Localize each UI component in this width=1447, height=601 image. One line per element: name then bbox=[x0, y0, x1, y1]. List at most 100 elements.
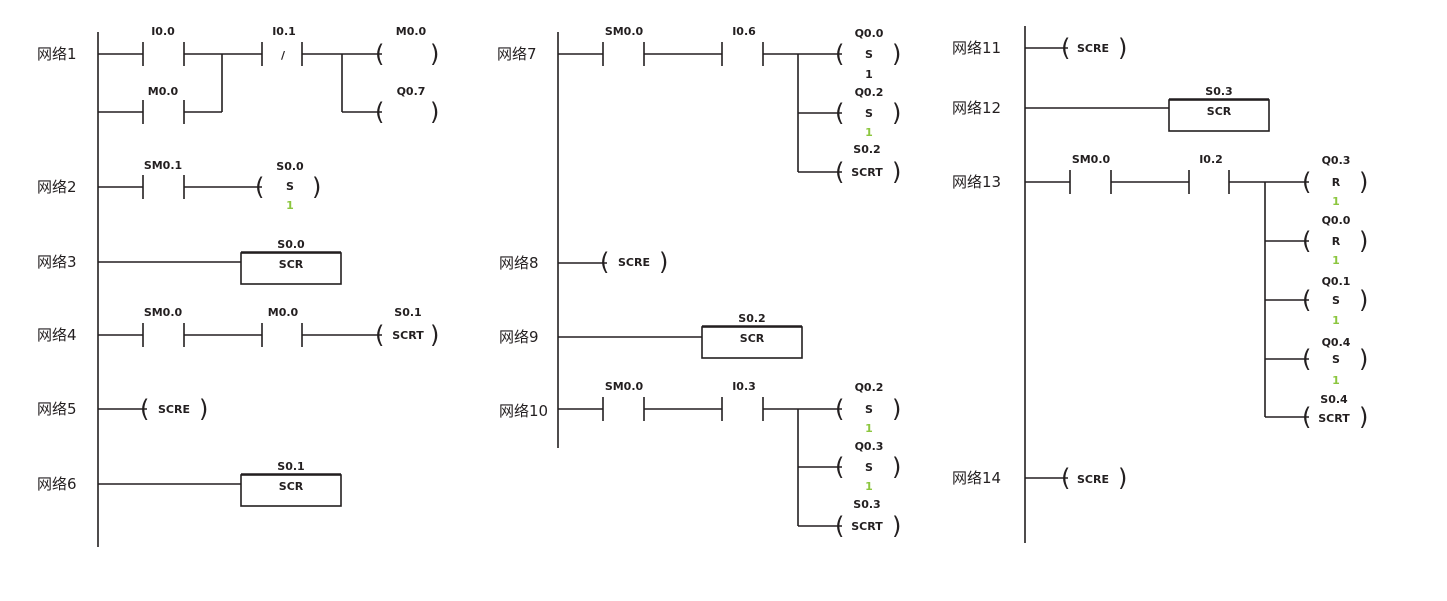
coil-s00-address: S0.0 bbox=[276, 160, 304, 173]
contact-sm00-address-n10: SM0.0 bbox=[605, 380, 644, 393]
scr-box-s03-address: S0.3 bbox=[1205, 85, 1232, 98]
network-label-4: 网络4 bbox=[37, 326, 77, 344]
coil-q00-right-n13: ) bbox=[1359, 227, 1368, 255]
coil-s04-op-n13: SCRT bbox=[1318, 412, 1350, 425]
network-8: 网络8 ( ) SCRE bbox=[499, 248, 668, 276]
network-12: 网络12 S0.3 SCR bbox=[952, 85, 1270, 132]
network-label-6: 网络6 bbox=[37, 475, 77, 493]
coil-q01-count-n13: 1 bbox=[1332, 314, 1340, 327]
network-label-9: 网络9 bbox=[499, 328, 539, 346]
coil-q03-address-n13: Q0.3 bbox=[1322, 154, 1351, 167]
coil-s04-left-n13: ( bbox=[1302, 403, 1311, 431]
coil-s01-left: ( bbox=[375, 321, 384, 349]
coil-scre-right-n5: ) bbox=[199, 395, 208, 423]
coil-scre-left-n5: ( bbox=[140, 395, 149, 423]
coil-q00-address-n13: Q0.0 bbox=[1322, 214, 1351, 227]
contact-sm00-address: SM0.0 bbox=[144, 306, 183, 319]
coil-q03-op-n10: S bbox=[865, 461, 873, 474]
network-label-14: 网络14 bbox=[952, 469, 1001, 487]
coil-q01-right-n13: ) bbox=[1359, 286, 1368, 314]
scr-box-s01 bbox=[240, 474, 342, 507]
coil-s04-address-n13: S0.4 bbox=[1320, 393, 1348, 406]
coil-m00-address: M0.0 bbox=[396, 25, 427, 38]
network-13: 网络13 SM0.0 I0.2 ( ) Q0.3 R 1 ( ) Q0.0 R … bbox=[952, 153, 1368, 431]
contact-i01-negation: / bbox=[281, 49, 286, 62]
coil-q04-count-n13: 1 bbox=[1332, 374, 1340, 387]
network-label-2: 网络2 bbox=[37, 178, 77, 196]
coil-q00-left-n7: ( bbox=[835, 40, 844, 68]
coil-scre-left-n11: ( bbox=[1061, 34, 1070, 62]
coil-q03-address-n10: Q0.3 bbox=[855, 440, 884, 453]
coil-q03-right-n13: ) bbox=[1359, 168, 1368, 196]
coil-q02-left-n10: ( bbox=[835, 395, 844, 423]
coil-q00-address-n7: Q0.0 bbox=[855, 27, 884, 40]
coil-q01-address-n13: Q0.1 bbox=[1322, 275, 1351, 288]
network-label-10: 网络10 bbox=[499, 402, 548, 420]
network-label-12: 网络12 bbox=[952, 99, 1001, 117]
coil-q03-count-n13: 1 bbox=[1332, 195, 1340, 208]
coil-q07-right: ) bbox=[430, 98, 439, 126]
coil-scre-right-n14: ) bbox=[1118, 464, 1127, 492]
coil-q02-count-n10: 1 bbox=[865, 422, 873, 435]
scr-box-s02 bbox=[701, 326, 803, 359]
contact-m00-address-n4: M0.0 bbox=[268, 306, 299, 319]
coil-q04-op-n13: S bbox=[1332, 353, 1340, 366]
coil-s00-left: ( bbox=[255, 173, 264, 201]
network-7: 网络7 SM0.0 I0.6 ( ) Q0.0 S 1 ( ) Q0.2 S 1… bbox=[497, 25, 901, 186]
coil-s01-right: ) bbox=[430, 321, 439, 349]
coil-q02-op-n10: S bbox=[865, 403, 873, 416]
network-label-5: 网络5 bbox=[37, 400, 77, 418]
scr-box-s00 bbox=[240, 252, 342, 285]
scr-box-s00-label: SCR bbox=[279, 258, 304, 271]
scr-box-s01-address: S0.1 bbox=[277, 460, 304, 473]
coil-q00-right-n7: ) bbox=[892, 40, 901, 68]
coil-q02-right-n10: ) bbox=[892, 395, 901, 423]
coil-scre-n8: SCRE bbox=[618, 256, 650, 269]
scr-box-s03 bbox=[1168, 99, 1270, 132]
coil-q07-left: ( bbox=[375, 98, 384, 126]
coil-s03-left-n10: ( bbox=[835, 512, 844, 540]
network-6: 网络6 S0.1 SCR bbox=[37, 460, 342, 507]
coil-scre-left-n8: ( bbox=[600, 248, 609, 276]
coil-s00-op: S bbox=[286, 180, 294, 193]
network-14: 网络14 ( ) SCRE bbox=[952, 464, 1127, 492]
coil-q00-count-n7: 1 bbox=[865, 68, 873, 81]
network-label-13: 网络13 bbox=[952, 173, 1001, 191]
coil-s00-count: 1 bbox=[286, 199, 294, 212]
coil-q00-op-n13: R bbox=[1332, 235, 1341, 248]
contact-sm00-address-n13: SM0.0 bbox=[1072, 153, 1111, 166]
network-label-11: 网络11 bbox=[952, 39, 1001, 57]
network-4: 网络4 SM0.0 M0.0 ( ) S0.1 SCRT bbox=[37, 306, 439, 349]
coil-q03-count-n10: 1 bbox=[865, 480, 873, 493]
network-10: 网络10 SM0.0 I0.3 ( ) Q0.2 S 1 ( ) Q0.3 S … bbox=[499, 380, 901, 540]
coil-q03-right-n10: ) bbox=[892, 453, 901, 481]
contact-m00-address: M0.0 bbox=[148, 85, 179, 98]
coil-q04-left-n13: ( bbox=[1302, 345, 1311, 373]
coil-s00-right: ) bbox=[312, 173, 321, 201]
coil-q03-left-n10: ( bbox=[835, 453, 844, 481]
coil-q01-left-n13: ( bbox=[1302, 286, 1311, 314]
coil-q02-left-n7: ( bbox=[835, 99, 844, 127]
network-label-7: 网络7 bbox=[497, 45, 537, 63]
coil-scre-left-n14: ( bbox=[1061, 464, 1070, 492]
coil-q01-op-n13: S bbox=[1332, 294, 1340, 307]
coil-scre-n14: SCRE bbox=[1077, 473, 1109, 486]
coil-q00-count-n13: 1 bbox=[1332, 254, 1340, 267]
scr-box-s03-label: SCR bbox=[1207, 105, 1232, 118]
contact-i06-address: I0.6 bbox=[732, 25, 756, 38]
coil-q04-address-n13: Q0.4 bbox=[1322, 336, 1351, 349]
coil-q02-address-n10: Q0.2 bbox=[855, 381, 884, 394]
contact-sm00-address-n7: SM0.0 bbox=[605, 25, 644, 38]
contact-i01-address: I0.1 bbox=[272, 25, 296, 38]
coil-s02-address-n7: S0.2 bbox=[853, 143, 880, 156]
scr-box-s02-label: SCR bbox=[740, 332, 765, 345]
coil-q03-op-n13: R bbox=[1332, 176, 1341, 189]
network-3: 网络3 S0.0 SCR bbox=[37, 238, 342, 285]
contact-i03-address: I0.3 bbox=[732, 380, 756, 393]
network-label-3: 网络3 bbox=[37, 253, 77, 271]
coil-q02-op-n7: S bbox=[865, 107, 873, 120]
coil-s04-right-n13: ) bbox=[1359, 403, 1368, 431]
network-2: 网络2 SM0.1 ( ) S0.0 S 1 bbox=[37, 159, 321, 212]
coil-m00-right: ) bbox=[430, 40, 439, 68]
scr-box-s01-label: SCR bbox=[279, 480, 304, 493]
